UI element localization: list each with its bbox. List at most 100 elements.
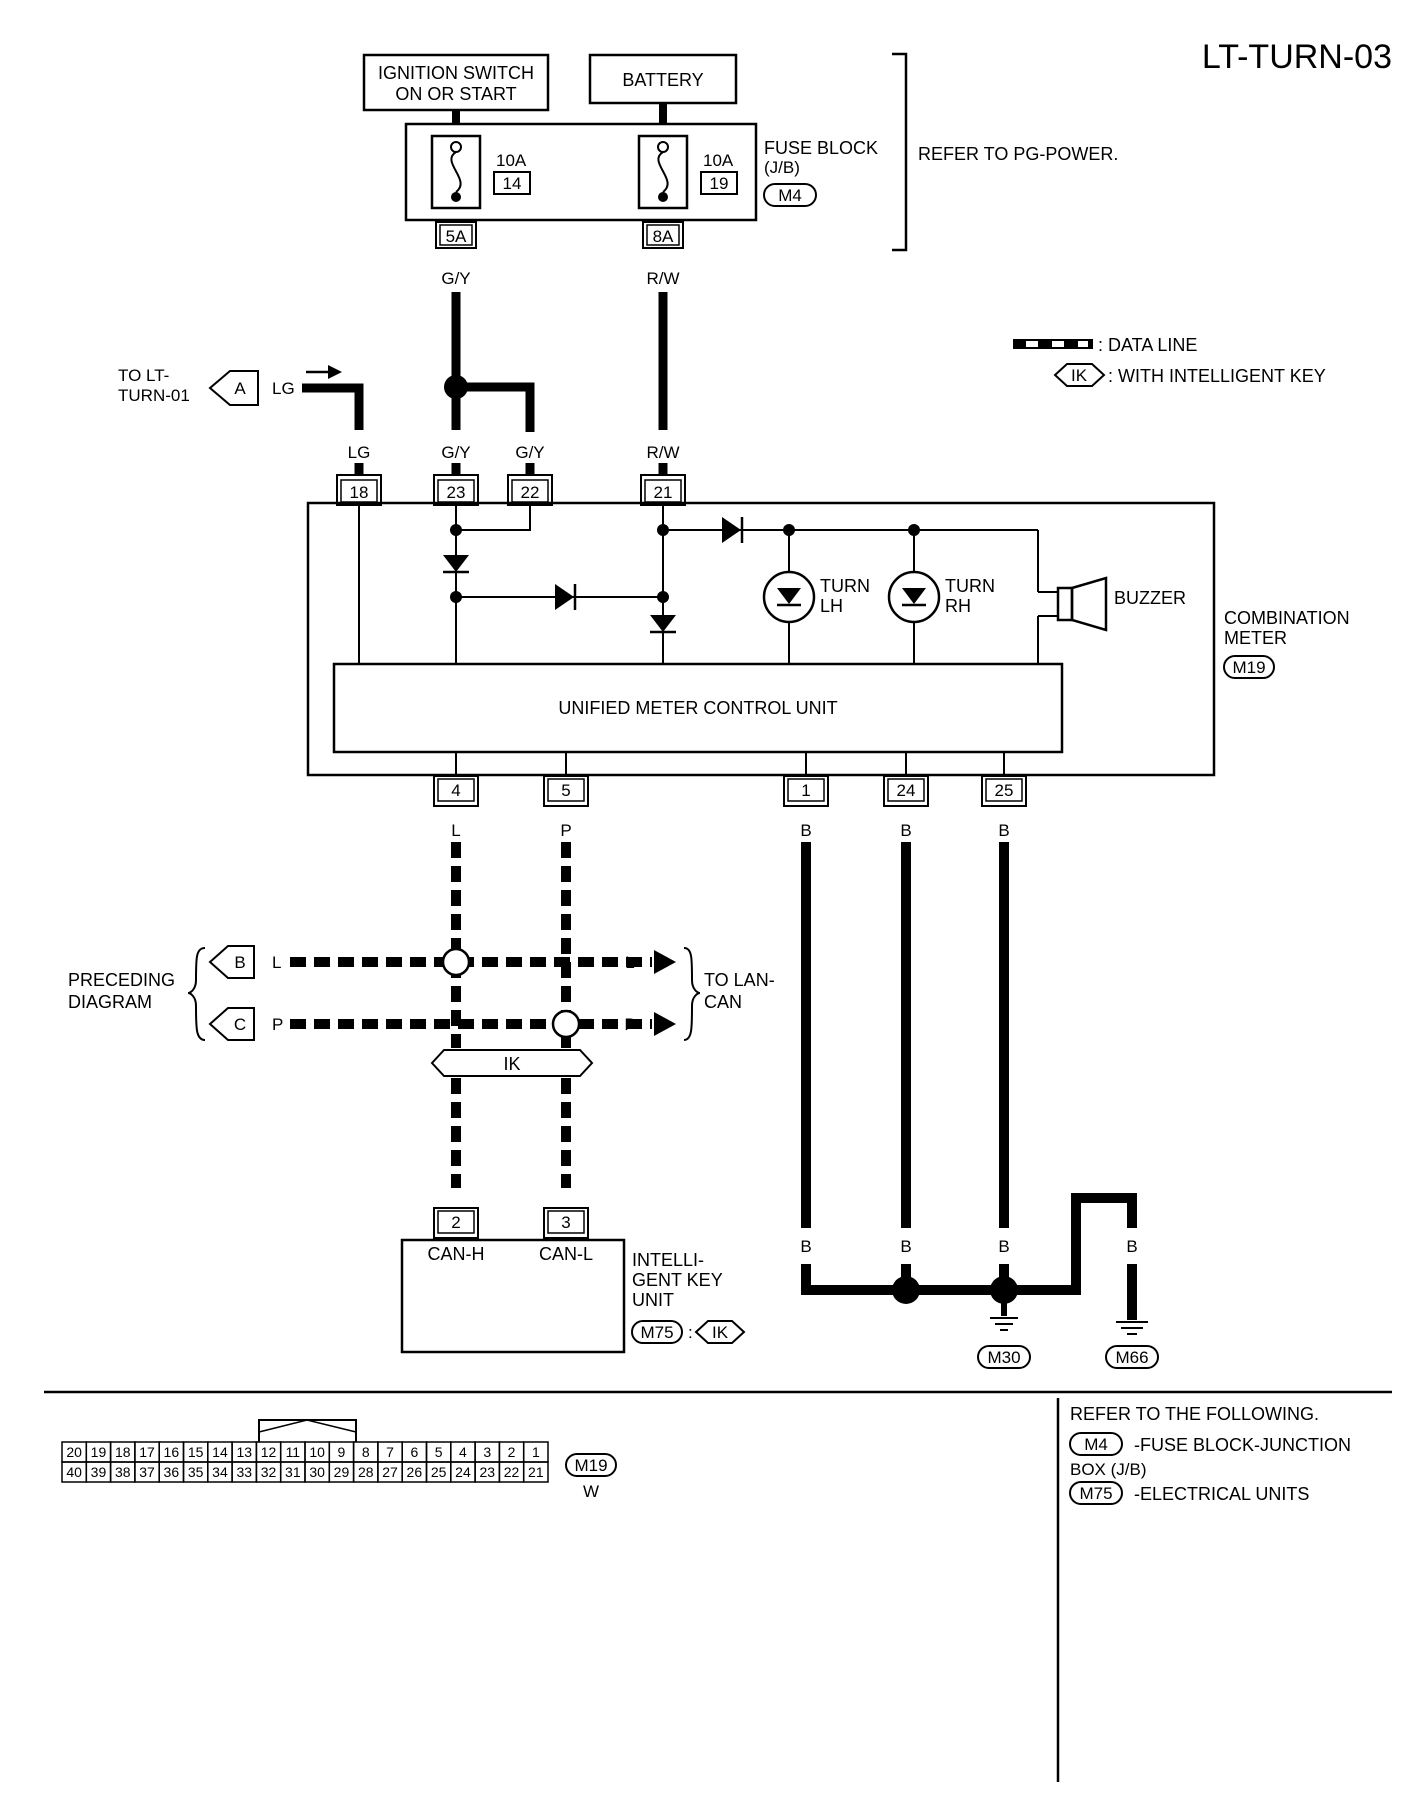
connector-pin-label: 3 [483, 1444, 491, 1460]
meter-top-pins [336, 474, 686, 506]
wire-rw-top: R/W [646, 269, 679, 288]
pin-22: 22 [521, 483, 540, 502]
can-l-right-label: L [625, 953, 634, 972]
combination-meter-connector: M19 [1232, 658, 1265, 677]
pin-21: 21 [654, 483, 673, 502]
ik-option-badge [430, 1049, 594, 1077]
battery-label: BATTERY [622, 70, 703, 90]
can-p-left-label: P [272, 1015, 283, 1034]
fuse-block [404, 122, 758, 222]
fuse-19-icon [637, 134, 689, 210]
power-bracket [892, 52, 908, 252]
wire-gy-top: G/Y [441, 269, 470, 288]
connector-a-arrow [208, 370, 259, 406]
fuse-block-label-2: (J/B) [764, 158, 800, 177]
ground-wires [801, 842, 1137, 1320]
connector-pin-label: 20 [66, 1444, 82, 1460]
pin-24: 24 [897, 781, 916, 800]
connector-pin-label: 19 [91, 1444, 107, 1460]
connector-pin-label: 7 [386, 1444, 394, 1460]
data-line-legend-icon [1013, 339, 1093, 349]
can-splice-l [441, 947, 471, 977]
connector-pin-label: 26 [407, 1464, 423, 1480]
connector-cell [522, 1461, 549, 1483]
wire-gy-23: G/Y [441, 443, 470, 462]
refer-m4-text2: BOX (J/B) [1070, 1460, 1147, 1479]
wire-l-key: L [451, 1173, 460, 1192]
lg-wire-label-left: LG [272, 379, 295, 398]
connector-pin-label: 30 [309, 1464, 325, 1480]
to-lan-can-label-1: TO LAN- [704, 970, 775, 990]
wire-b-g1: B [800, 1237, 811, 1256]
wire-rw-21: R/W [646, 443, 679, 462]
connector-pin-label: 25 [431, 1464, 447, 1480]
unified-meter-control-unit [332, 662, 1064, 754]
ignition-switch-label-1: IGNITION SWITCH [378, 63, 534, 83]
wire-p-key: P [560, 1173, 571, 1192]
refer-heading: REFER TO THE FOLLOWING. [1070, 1404, 1319, 1424]
refer-m75: M75 [1079, 1484, 1112, 1503]
pin-25: 25 [995, 781, 1014, 800]
fuse-terminal-8a: 8A [653, 227, 674, 246]
connector-pin-label: 24 [455, 1464, 471, 1480]
turn-lh-label-2: LH [820, 596, 843, 616]
connector-pin-label: 31 [285, 1464, 301, 1480]
wire-b-pin24: B [900, 821, 911, 840]
to-lt-turn-01-line2: TURN-01 [118, 386, 190, 405]
connector-pin-label: 22 [504, 1464, 520, 1480]
connector-pin-label: 16 [164, 1444, 180, 1460]
refer-m75-text: -ELECTRICAL UNITS [1134, 1484, 1309, 1504]
fuse-terminal-5a: 5A [446, 227, 467, 246]
connector-pin-label: 32 [261, 1464, 277, 1480]
ground-icon [990, 1317, 1018, 1331]
wire-b-pin25: B [998, 821, 1009, 840]
wire-b-g3: B [998, 1237, 1009, 1256]
diode-icon [443, 555, 469, 574]
connector-pin-label: 8 [362, 1444, 370, 1460]
legend-ik-text: : WITH INTELLIGENT KEY [1108, 366, 1326, 386]
turn-rh-label-2: RH [945, 596, 971, 616]
diode-icon [722, 517, 744, 543]
to-lan-bracket [683, 947, 701, 1041]
wire-p-pin5: P [560, 821, 571, 840]
refer-m4-text1: -FUSE BLOCK-JUNCTION [1134, 1435, 1351, 1455]
arrow-right-icon [654, 1012, 676, 1036]
connector-pin-label: 1 [532, 1444, 540, 1460]
ground-splice [892, 1276, 920, 1304]
connector-pin-label: 15 [188, 1444, 204, 1460]
wire-b-g5: B [1126, 1237, 1137, 1256]
intelligent-key-unit-box [400, 1238, 626, 1354]
fuse-14-rating: 10A [496, 151, 527, 170]
legend-ik-badge: IK [1071, 366, 1088, 385]
connector-pin-label: 29 [334, 1464, 350, 1480]
ignition-switch-label-2: ON OR START [395, 84, 516, 104]
connector-pin-label: 18 [115, 1444, 131, 1460]
connector-pin-label: 9 [338, 1444, 346, 1460]
wire-l-pin4: L [451, 821, 460, 840]
legend-data-line: : DATA LINE [1098, 335, 1197, 355]
fuse-14-number: 14 [503, 174, 522, 193]
key-pin-3: 3 [561, 1213, 570, 1232]
connector-pin-label: 38 [115, 1464, 131, 1480]
refer-m4: M4 [1084, 1435, 1108, 1454]
key-unit-sep: : [688, 1323, 693, 1342]
can-data-lines [290, 842, 652, 1188]
wire-gy-22: G/Y [515, 443, 544, 462]
to-lt-turn-01-line1: TO LT- [118, 366, 169, 385]
connector-pin-label: 27 [382, 1464, 398, 1480]
connector-pin-label: 10 [309, 1444, 325, 1460]
diode-icon [650, 615, 676, 634]
pin-23: 23 [447, 483, 466, 502]
key-unit-connector: M75 [640, 1323, 673, 1342]
can-splice-p [551, 1009, 581, 1039]
ground-icon [1116, 1321, 1148, 1335]
key-pin-2: 2 [451, 1213, 460, 1232]
connector-m19-id: M19 [574, 1456, 607, 1475]
ground-m30: M30 [987, 1348, 1020, 1367]
ground-splice [990, 1276, 1018, 1304]
connector-pin-label: 17 [139, 1444, 155, 1460]
connector-pin-label: 21 [528, 1464, 544, 1480]
key-unit-label-2: GENT KEY [632, 1270, 723, 1290]
ground-m66: M66 [1115, 1348, 1148, 1367]
